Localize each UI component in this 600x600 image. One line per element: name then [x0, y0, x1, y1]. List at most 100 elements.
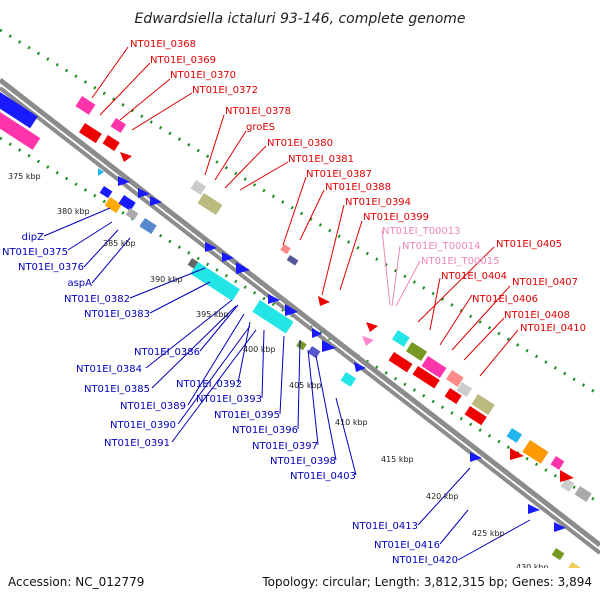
position-ticks: 375 kbp 380 kbp 385 kbp 390 kbp 395 kbp …	[8, 172, 549, 572]
callout-line	[439, 294, 473, 346]
gene-label: NT01EI_0375	[2, 247, 68, 258]
gene-label: NT01EI_0408	[504, 310, 570, 321]
feature-block	[421, 356, 447, 379]
forward-gene-labels: NT01EI_0368 NT01EI_0369 NT01EI_0370 NT01…	[130, 39, 586, 334]
callout-line	[83, 229, 119, 268]
callout-line	[67, 221, 113, 251]
feature-block	[388, 352, 413, 373]
callout-line	[171, 329, 257, 443]
feature-block	[75, 96, 96, 115]
gene-label: NT01EI_0405	[496, 239, 562, 250]
gene-label: NT01EI_0406	[472, 294, 538, 305]
gene-label: NT01EI_0392	[176, 379, 242, 390]
callout-line	[261, 329, 265, 399]
gene-label: NT01EI_0378	[225, 106, 291, 117]
tick-label: 415 kbp	[381, 455, 414, 464]
callout-line	[131, 92, 193, 131]
feature-block	[446, 370, 464, 387]
feature-arrow	[362, 336, 374, 346]
tick-label: 425 kbp	[472, 529, 505, 538]
feature-block	[464, 406, 487, 426]
feature-block	[104, 197, 122, 214]
feature-block	[125, 207, 139, 221]
callout-line	[129, 267, 206, 299]
feature-block	[0, 112, 41, 150]
callout-line	[99, 62, 151, 116]
feature-arrow	[366, 322, 378, 332]
tick-label: 395 kbp	[196, 310, 229, 319]
gene-label: NT01EI_0391	[104, 438, 170, 449]
feature-block	[471, 394, 495, 415]
feature-block	[252, 299, 294, 334]
tick-label: 410 kbp	[335, 418, 368, 427]
footer-background	[0, 568, 600, 600]
gene-label: NT01EI_0399	[363, 212, 429, 223]
feature-arrow	[205, 242, 217, 252]
backbone-line	[0, 86, 600, 555]
callout-line	[187, 313, 245, 406]
feature-arrow	[138, 188, 150, 198]
gene-label: NT01EI_0403	[290, 471, 356, 482]
gene-label: NT01EI_0384	[76, 364, 142, 375]
feature-block	[280, 244, 291, 255]
feature-block	[296, 340, 307, 351]
gene-label: NT01EI_0413	[352, 521, 418, 532]
feature-block	[110, 117, 127, 133]
tick-label: 430 kbp	[516, 563, 549, 572]
feature-block	[0, 92, 38, 129]
gene-label: NT01EI_0395	[214, 410, 280, 421]
callout-line	[151, 305, 237, 389]
callout-line	[299, 189, 325, 241]
callout-line	[282, 176, 307, 246]
callout-line	[315, 355, 337, 461]
callout-line	[479, 329, 519, 377]
gene-label: NT01EI_0407	[512, 277, 578, 288]
callout-line	[177, 325, 251, 425]
gene-label: NT01EI_0385	[84, 384, 150, 395]
feature-block	[522, 439, 549, 464]
map-title: Edwardsiella ictaluri 93-146, complete g…	[134, 11, 465, 27]
feature-track	[0, 92, 592, 575]
gene-label: NT01EI_0387	[306, 169, 372, 180]
feature-block	[139, 218, 157, 235]
feature-arrow	[354, 362, 366, 372]
callout-line	[439, 509, 469, 545]
gene-label: NT01EI_0381	[288, 154, 354, 165]
tick-label: 420 kbp	[426, 492, 459, 501]
feature-arrow	[312, 328, 322, 338]
feature-block	[307, 345, 321, 359]
feature-arrow	[318, 296, 330, 306]
gene-label: NT01EI_0397	[252, 441, 318, 452]
callout-line	[91, 237, 131, 284]
callout-line	[145, 299, 233, 369]
gene-label: NT01EI_0369	[150, 55, 216, 66]
accession-text: Accession: NC_012779	[8, 575, 144, 589]
callout-line	[149, 281, 211, 314]
feature-block	[99, 185, 113, 199]
callout-line	[429, 277, 441, 331]
gene-label: NT01EI_0420	[392, 555, 458, 566]
feature-arrow	[268, 294, 280, 304]
feature-arrow	[560, 470, 574, 482]
feature-arrow	[222, 252, 234, 262]
trna-labels: NT01EI_T00013 NT01EI_T00014 NT01EI_T0001…	[382, 226, 500, 267]
feature-block	[506, 427, 523, 443]
tick-label: 405 kbp	[289, 381, 322, 390]
feature-arrow	[120, 152, 132, 162]
callout-line	[91, 46, 129, 99]
feature-block	[190, 180, 207, 195]
feature-block	[392, 330, 410, 347]
tick-label: 380 kbp	[57, 207, 90, 216]
feature-block	[197, 193, 223, 216]
callout-line	[339, 220, 363, 291]
gene-label: NT01EI_0416	[374, 540, 440, 551]
gene-label: groES	[246, 122, 275, 133]
callout-line	[335, 397, 357, 476]
feature-block	[444, 387, 462, 405]
callout-line	[239, 161, 289, 191]
feature-block	[550, 456, 565, 470]
gene-label: NT01EI_0396	[232, 425, 298, 436]
callout-line	[43, 207, 111, 237]
gene-label: NT01EI_0390	[110, 420, 176, 431]
